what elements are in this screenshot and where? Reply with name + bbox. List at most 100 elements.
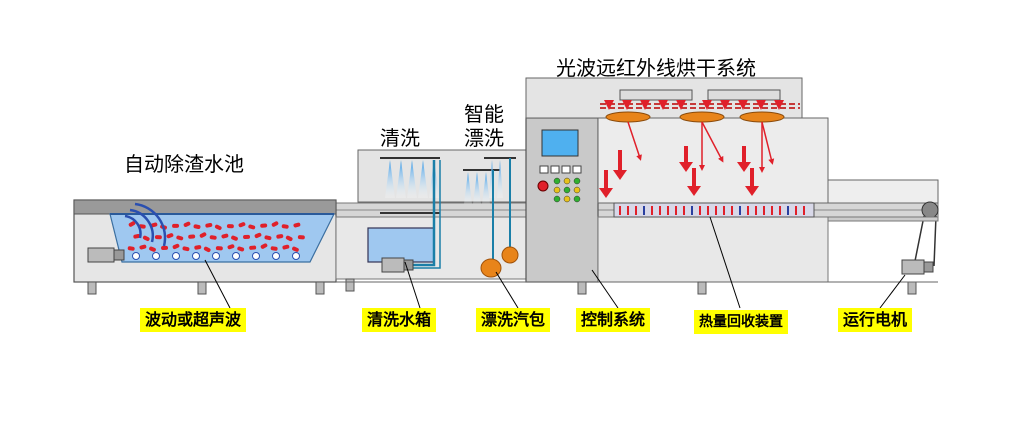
- pool-particle: [292, 246, 299, 252]
- emergency-stop-button: [537, 180, 549, 192]
- pool-particle: [215, 246, 223, 251]
- pool-bubble: [272, 252, 280, 260]
- heater-cone: [676, 100, 686, 110]
- heater-cone: [774, 100, 784, 110]
- callout-heat-recovery: 热量回收装置: [694, 310, 788, 334]
- heat-arrow-head: [745, 186, 759, 196]
- heat-arrow-head: [599, 188, 613, 198]
- heater-cone: [622, 100, 632, 110]
- pool-particle: [128, 221, 136, 227]
- pool-particle: [183, 221, 191, 227]
- pool-particle: [249, 245, 257, 250]
- pool-particle: [282, 244, 290, 250]
- pool-particle: [133, 234, 141, 239]
- pool-bubble: [192, 252, 200, 260]
- drive-motor: [901, 259, 934, 275]
- pool-particle: [270, 246, 278, 251]
- indicator-light: [553, 177, 561, 185]
- callout-motor: 运行电机: [838, 308, 913, 332]
- heat-arrow-head: [687, 186, 701, 196]
- wash-spray: [407, 160, 417, 198]
- pool-particle: [214, 224, 222, 230]
- pool-particle: [149, 246, 156, 252]
- pool-particle: [209, 235, 217, 240]
- wash-spray: [418, 160, 428, 198]
- pool-particle: [221, 233, 229, 239]
- pool-particle: [248, 224, 256, 230]
- callout-wash-tank: 清洗水箱: [362, 308, 437, 332]
- control-key: [550, 165, 560, 174]
- pool-bubble: [172, 252, 180, 260]
- control-cabinet: [525, 117, 599, 295]
- rinse-spray: [497, 160, 503, 198]
- pool-particle: [226, 224, 234, 229]
- heat-arrow-head: [737, 162, 751, 172]
- heater-cone: [702, 100, 712, 110]
- pool-bubble: [252, 252, 260, 260]
- heat-arrow-head: [613, 170, 627, 180]
- pool-particle: [264, 235, 272, 241]
- pool-particle: [243, 234, 251, 239]
- recovery-ticks: [619, 206, 805, 215]
- pool-bubble: [292, 252, 300, 260]
- heater-cone: [720, 100, 730, 110]
- pool-particle: [199, 232, 207, 238]
- wash-spray: [385, 160, 395, 198]
- pool-particle: [127, 246, 135, 251]
- pool-particle: [142, 235, 150, 241]
- rinse-spray: [464, 172, 472, 204]
- indicator-light: [573, 177, 581, 185]
- pool-particle: [194, 245, 202, 250]
- pool-particle: [139, 244, 147, 250]
- pool-bubble: [152, 252, 160, 260]
- pool-particle: [231, 235, 238, 241]
- pool-particle: [254, 232, 262, 239]
- indicator-light: [573, 195, 581, 203]
- exit-section: [827, 179, 939, 295]
- control-key: [539, 165, 549, 174]
- wash-tank: [367, 227, 435, 263]
- callout-rinse-steam: 漂洗汽包: [476, 308, 551, 332]
- indicator-light: [553, 195, 561, 203]
- pool-particle: [276, 234, 284, 239]
- indicator-light: [573, 186, 581, 194]
- callout-control: 控制系统: [576, 308, 651, 332]
- indicator-light: [563, 195, 571, 203]
- pool-pump: [87, 247, 125, 263]
- pool-particle: [238, 222, 246, 228]
- pool-particle: [297, 235, 305, 240]
- pool-particle: [161, 245, 169, 250]
- steam-pack-2: [501, 246, 519, 264]
- control-buttons: [537, 165, 582, 203]
- pool-particle: [281, 224, 289, 229]
- heat-arrow-head: [679, 162, 693, 172]
- slag-pool: [73, 199, 337, 295]
- pool-particle: [260, 223, 268, 228]
- wash-spray: [396, 160, 406, 198]
- pool-particle: [293, 222, 301, 228]
- drive-roller: [921, 201, 939, 219]
- rinse-spray: [482, 172, 490, 204]
- drying-section: [525, 77, 829, 283]
- pool-particle: [203, 246, 211, 253]
- pool-particle: [172, 223, 180, 228]
- pool-particle: [188, 234, 196, 239]
- pool-particle: [182, 246, 190, 252]
- control-key: [561, 165, 571, 174]
- wash-pump: [381, 257, 414, 273]
- pool-particle: [193, 224, 201, 229]
- indicator-light: [553, 186, 561, 194]
- pool-particle: [154, 235, 162, 240]
- heater-cone: [756, 100, 766, 110]
- indicator-light: [563, 177, 571, 185]
- indicator-light: [563, 186, 571, 194]
- pool-particle: [260, 243, 268, 249]
- rinse-spray: [473, 172, 481, 204]
- leader-lines: [204, 216, 906, 309]
- wash-title: 清洗: [380, 126, 420, 150]
- heat-ray: [761, 121, 775, 165]
- heater-cone: [738, 100, 748, 110]
- heat-ray: [627, 121, 642, 161]
